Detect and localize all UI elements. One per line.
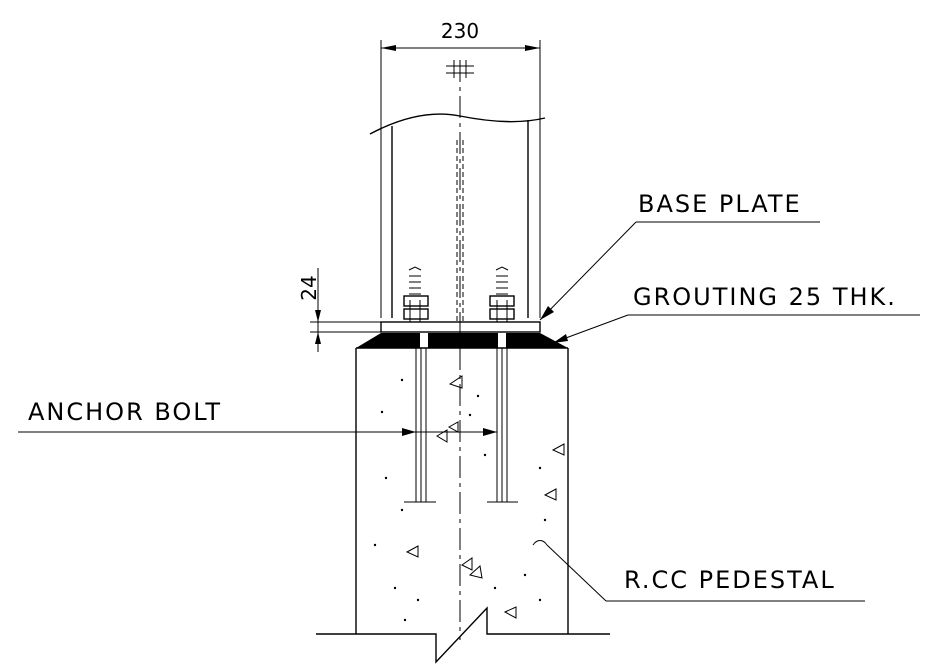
- grouting-label: GROUTING 25 THK.: [633, 283, 897, 311]
- base-plate-label: BASE PLATE: [638, 190, 802, 218]
- grouting-callout: GROUTING 25 THK.: [553, 283, 920, 343]
- rcc-pedestal: [316, 347, 610, 664]
- anchor-bolt-left: [403, 266, 436, 503]
- anchor-bolt-callout: ANCHOR BOLT: [18, 398, 497, 436]
- anchor-bolt-label: ANCHOR BOLT: [28, 398, 222, 426]
- steel-column: [369, 113, 546, 322]
- width-dimension: 230: [380, 19, 541, 318]
- grouting-layer: [356, 333, 568, 348]
- width-dimension-value: 230: [441, 19, 479, 43]
- height-dimension-value: 24: [297, 275, 321, 300]
- pedestal-callout: R.CC PEDESTAL: [532, 540, 865, 602]
- height-dimension: 24: [297, 268, 381, 352]
- base-plate: [380, 321, 541, 333]
- base-plate-callout: BASE PLATE: [539, 190, 820, 321]
- pedestal-label: R.CC PEDESTAL: [624, 566, 836, 594]
- anchor-bolt-right: [487, 266, 518, 503]
